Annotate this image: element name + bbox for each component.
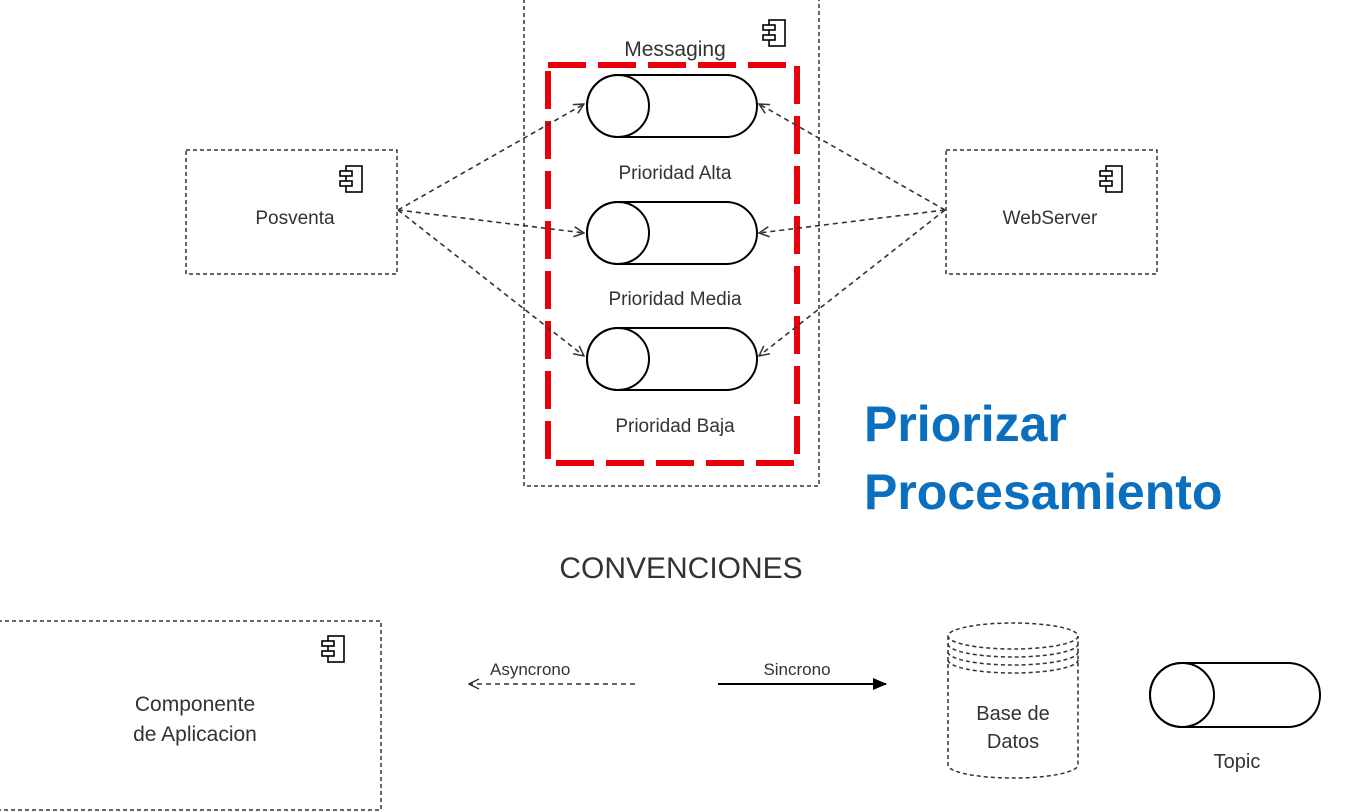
legend-database-label-2: Datos [987, 731, 1039, 753]
legend-sync-label: Sincrono [763, 660, 830, 679]
topic-prioridad-baja[interactable]: Prioridad Baja [586, 327, 758, 437]
async-arrow-webserver-alta [759, 104, 946, 211]
legend-topic-label: Topic [1214, 751, 1261, 773]
async-arrow-webserver-baja [759, 209, 946, 356]
topic-label: Prioridad Alta [618, 163, 731, 184]
async-arrow-posventa-alta [397, 104, 584, 211]
posventa-label: Posventa [255, 208, 335, 229]
async-arrow-posventa-baja [397, 209, 584, 356]
legend-async-label: Asyncrono [490, 660, 570, 679]
legend-async: Asyncrono [469, 660, 635, 684]
legend-sync: Sincrono [718, 660, 887, 690]
component-icon [321, 635, 345, 663]
webserver-label: WebServer [1003, 208, 1098, 229]
headline-line-2: Procesamiento [864, 464, 1222, 520]
async-arrow-posventa-media [397, 209, 584, 233]
messaging-title: Messaging [624, 38, 726, 61]
posventa-component[interactable]: Posventa [185, 149, 398, 275]
legend-component: Componente de Aplicacion [0, 620, 382, 811]
topic-label: Prioridad Media [608, 289, 741, 310]
priority-highlight-box [545, 62, 800, 466]
webserver-component[interactable]: WebServer [945, 149, 1158, 275]
legend-component-label-1: Componente [135, 693, 255, 716]
topic-prioridad-media[interactable]: Prioridad Media [586, 201, 758, 310]
legend: CONVENCIONES Componente de Aplicacion As… [0, 552, 1321, 811]
component-icon [339, 165, 363, 193]
component-icon [762, 19, 786, 47]
legend-title: CONVENCIONES [559, 552, 802, 585]
messaging-container: Messaging [523, 0, 820, 487]
headline-line-1: Priorizar [864, 396, 1067, 452]
legend-topic: Topic [1149, 662, 1321, 773]
legend-database-label-1: Base de [976, 703, 1049, 725]
async-arrow-webserver-media [759, 209, 946, 233]
topic-label: Prioridad Baja [615, 416, 735, 437]
legend-component-label-2: de Aplicacion [133, 723, 257, 746]
component-icon [1099, 165, 1123, 193]
legend-database: Base de Datos [947, 622, 1079, 779]
topic-prioridad-alta[interactable]: Prioridad Alta [586, 74, 758, 184]
